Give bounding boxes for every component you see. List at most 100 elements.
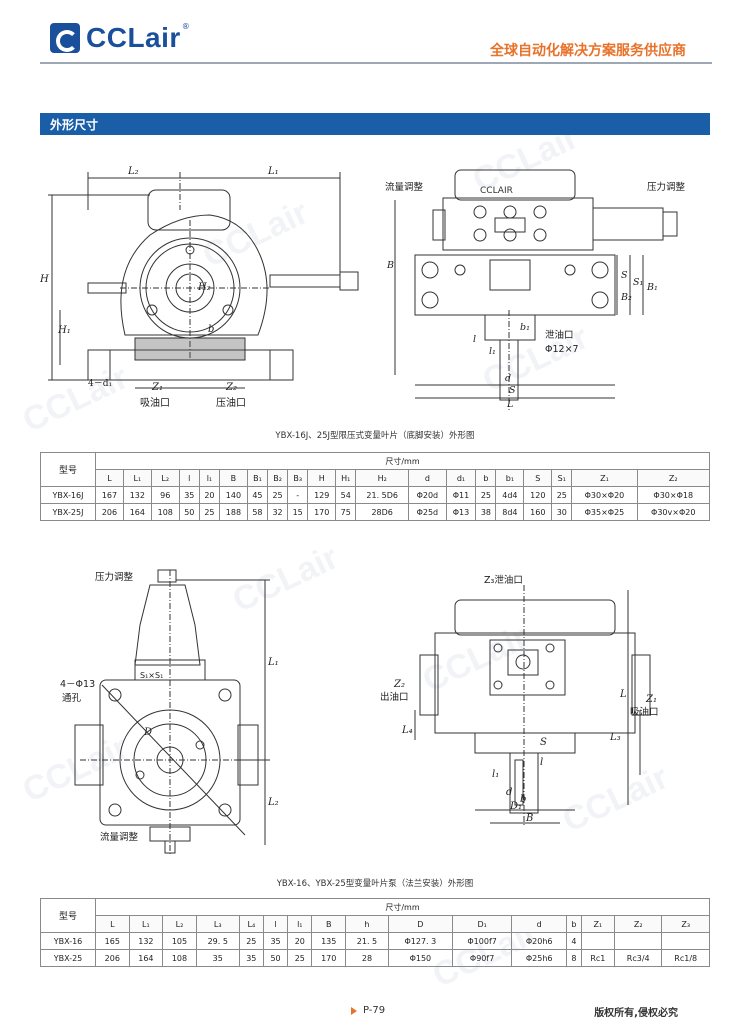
value-cell: 45: [246, 486, 269, 504]
diagram2-caption: YBX-16、YBX-25型变量叶片泵（法兰安装）外形图: [276, 879, 474, 889]
page-marker-icon: [351, 1006, 357, 1015]
column-header: B₁: [246, 469, 269, 487]
inlet-port-label: 吸油口: [630, 706, 659, 718]
page-header: CCLair ® 全球自动化解决方案服务供应商: [0, 0, 750, 70]
s1-by-s1-label: S₁×S₁: [140, 671, 163, 680]
dim-d1-label: 4－d₁: [88, 379, 112, 389]
brand-name: CCLair: [86, 22, 181, 53]
value-cell: 164: [128, 949, 164, 967]
foot-mount-front-view-drawing: L₂ L₁ H H₁ H₂ b 4－d₁ Z₁ Z₂ 吸油口 压油口: [40, 166, 359, 409]
column-header: S₁: [551, 469, 573, 487]
holes-spec-label: 4－Φ13: [60, 679, 95, 690]
dim-S-label: S: [621, 270, 628, 281]
column-header: B: [311, 915, 346, 933]
dim-l-label: l: [473, 334, 476, 345]
value-cell: 188: [218, 503, 248, 521]
value-cell: 167: [95, 486, 124, 504]
column-header: L: [95, 915, 130, 933]
value-cell: 4: [565, 932, 582, 950]
z1-label: Z₁: [151, 382, 163, 393]
value-cell: [613, 932, 663, 950]
pressure-adjust-label: 压力调整: [647, 181, 686, 193]
dim-B2-label: B₂: [620, 292, 632, 303]
dim-L3-label: L₃: [609, 732, 621, 743]
dim-D-label: D: [143, 727, 152, 738]
column-header: Z₃: [661, 915, 710, 933]
column-header: L: [95, 469, 124, 487]
dim-d-label-2: d: [506, 787, 512, 798]
value-cell: 132: [128, 932, 164, 950]
value-cell: 135: [311, 932, 346, 950]
page-number: P-79: [351, 1005, 385, 1016]
value-cell: 96: [150, 486, 180, 504]
value-cell: 206: [95, 503, 124, 521]
column-header: l: [262, 915, 289, 933]
slogan: 全球自动化解决方案服务供应商: [490, 43, 686, 59]
brand-logo: CCLair ®: [50, 22, 190, 54]
value-cell: Φ25d: [408, 503, 447, 521]
value-cell: 140: [218, 486, 248, 504]
value-cell: 54: [335, 486, 357, 504]
column-header: L₂: [162, 915, 197, 933]
value-cell: 8: [565, 949, 582, 967]
value-cell: 15: [287, 503, 309, 521]
dim-B-label-2: B: [525, 813, 533, 824]
dim-b-label: b: [208, 324, 214, 335]
model-cell: YBX-16: [40, 932, 96, 950]
value-cell: 164: [122, 503, 152, 521]
model-column-header: 型号: [40, 898, 96, 933]
value-cell: 35: [238, 949, 264, 967]
dim-b1-label: b₁: [520, 322, 530, 333]
logo-mark-icon: [50, 23, 80, 53]
pressure-port-label: 压油口: [216, 396, 246, 409]
column-header: b₁: [495, 469, 525, 487]
dim-S1-label: S₁: [633, 277, 643, 288]
value-cell: 38: [475, 503, 497, 521]
value-cell: 170: [311, 949, 346, 967]
dim-l-label-2: l: [540, 757, 543, 768]
column-header: S: [523, 469, 553, 487]
value-cell: 50: [262, 949, 289, 967]
section-title: 外形尺寸: [50, 118, 99, 132]
foot-mount-side-view-drawing: 流量调整 压力调整 CCLAIR 泄油口 Φ12×7 B B₁ B₂ S₁ S …: [385, 169, 686, 410]
dim-l1-label-2: l₁: [492, 769, 499, 780]
flow-adjust-label-2: 流量调整: [100, 831, 139, 843]
pressure-adjust-label-2: 压力调整: [95, 571, 134, 583]
outlet-port-label: 出油口: [380, 691, 409, 703]
z1-label-2: Z₁: [645, 694, 657, 705]
column-header: l: [178, 469, 200, 487]
drain-size-label: Φ12×7: [545, 344, 579, 355]
column-header: b: [565, 915, 582, 933]
value-cell: 170: [307, 503, 337, 521]
column-header: B₃: [287, 469, 309, 487]
dim-s-small-label: S: [509, 385, 516, 396]
suction-port-label: 吸油口: [140, 396, 170, 409]
value-cell: Φ90f7: [451, 949, 513, 967]
model-column-header: 型号: [40, 452, 96, 487]
unit-header: 尺寸/mm: [95, 898, 710, 916]
through-hole-label: 通孔: [62, 693, 82, 704]
section-title-bar: 外形尺寸: [40, 113, 710, 135]
dim-h-label: H: [40, 274, 49, 285]
dim-L2-label-2: L₂: [267, 797, 279, 808]
value-cell: Φ100f7: [451, 932, 513, 950]
value-cell: 35: [262, 932, 289, 950]
dim-h1-label: H₁: [57, 325, 71, 336]
value-cell: Φ25h6: [511, 949, 567, 967]
value-cell: 25: [475, 486, 497, 504]
column-header: B₂: [266, 469, 289, 487]
value-cell: Rc3/4: [613, 949, 663, 967]
value-cell: Φ11: [445, 486, 477, 504]
value-cell: 25: [198, 503, 220, 521]
value-cell: 21. 5: [345, 932, 389, 950]
value-cell: Φ35×Φ25: [571, 503, 638, 521]
column-header: Z₂: [636, 469, 710, 487]
value-cell: 165: [95, 932, 130, 950]
column-header: Z₂: [613, 915, 663, 933]
value-cell: 105: [162, 932, 197, 950]
